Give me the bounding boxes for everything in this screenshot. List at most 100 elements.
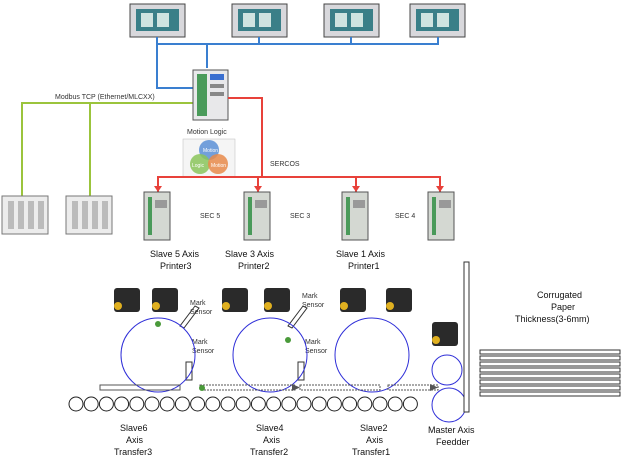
mark-sensor-1: Mark Sensor — [179, 300, 213, 329]
conveyor-roller — [326, 396, 342, 412]
transfer-bar-3 — [99, 384, 181, 391]
paper-line1: Corrugated — [537, 290, 582, 300]
controller-caption: Motion Logic — [187, 129, 227, 136]
ethernet-network — [156, 37, 439, 89]
transfer3-line1: Slave6 — [120, 423, 148, 433]
paper-sheet — [479, 349, 621, 355]
servo-drive-icon — [143, 191, 171, 241]
conveyor-roller — [266, 396, 282, 412]
motion-controller — [192, 69, 229, 121]
mark-sensor-3: Mark Sensor — [185, 339, 215, 381]
conveyor-roller — [235, 396, 251, 412]
paper-sheet — [479, 367, 621, 373]
transfer2-line2: Axis — [263, 435, 281, 445]
transfer-bar-2 — [199, 384, 296, 391]
servo-drive-icon — [427, 191, 455, 241]
conveyor-roller — [68, 396, 84, 412]
servo-motor-1 — [114, 288, 140, 312]
servo-drive-4 — [427, 191, 455, 241]
sensor-icon — [297, 361, 305, 381]
hmi-panel-2 — [231, 3, 288, 38]
conveyor-roller — [190, 396, 206, 412]
hmi-panel-4 — [409, 3, 466, 38]
sercos-label: SERCOS — [270, 161, 300, 168]
print-cylinder-2 — [232, 317, 308, 393]
servo-drive-2 — [243, 191, 271, 241]
conveyor-bars — [99, 384, 439, 391]
hmi-panel-1 — [129, 3, 186, 38]
sensor-3-line1: Mark — [192, 339, 208, 346]
servo-motor-5 — [340, 288, 366, 312]
mark-sensor-2: Mark Sensor — [287, 293, 325, 329]
conveyor-roller — [205, 396, 221, 412]
transfer3-line2: Axis — [126, 435, 144, 445]
conveyor-roller — [83, 396, 99, 412]
transfer-bar-1 — [299, 384, 381, 391]
venn-label-left: Logic — [192, 163, 204, 169]
servo-motor-7 — [432, 322, 458, 346]
sensor-4-line1: Mark — [305, 339, 321, 346]
transfer2-line1: Slave4 — [256, 423, 284, 433]
paper-sheet — [479, 385, 621, 391]
feed-roller-top — [431, 354, 463, 386]
drive-tag-1: SEC 5 — [200, 213, 220, 220]
drive-caption-3-line2: Printer1 — [348, 261, 380, 271]
feed-roller-bottom — [431, 387, 467, 423]
paper-sheet — [479, 361, 621, 367]
servo-motor-4 — [264, 288, 290, 312]
fieldbus-label: Modbus TCP (Ethernet/MLCXX) — [55, 94, 155, 101]
sensor-2-line2: Sensor — [302, 302, 325, 309]
mark-sensor-4: Mark Sensor — [297, 339, 328, 381]
paper-sheet — [479, 379, 621, 385]
sensor-icon — [185, 361, 193, 381]
sensor-2-line1: Mark — [302, 293, 318, 300]
transfer1-line2: Axis — [366, 435, 384, 445]
conveyor-roller — [357, 396, 373, 412]
master-axis-line1: Master Axis — [428, 425, 475, 435]
motion-logic-venn: Motion Logic Motion — [182, 138, 236, 178]
hmi-panel-3 — [323, 3, 380, 38]
fieldbus-network — [21, 102, 198, 200]
paper-stack — [463, 261, 621, 413]
servo-motor-2 — [152, 288, 178, 312]
paper-line2: Paper — [551, 302, 575, 312]
conveyor-roller — [402, 396, 418, 412]
transfer3-line3: Transfer3 — [114, 447, 152, 457]
conveyor-roller — [98, 396, 114, 412]
conveyor-roller — [387, 396, 403, 412]
conveyor-roller — [114, 396, 130, 412]
drive-caption-2-line1: Slave 3 Axis — [225, 249, 275, 259]
transfer1-line3: Transfer1 — [352, 447, 390, 457]
stack-wall — [463, 261, 470, 413]
conveyor-roller — [144, 396, 160, 412]
sercos-riser — [228, 97, 263, 177]
drive-caption-2-line2: Printer2 — [238, 261, 270, 271]
conveyor-roller — [250, 396, 266, 412]
conveyor-roller — [296, 396, 312, 412]
conveyor-roller — [311, 396, 327, 412]
print-cylinder-3 — [120, 317, 196, 393]
drive-caption-1-line1: Slave 5 Axis — [150, 249, 200, 259]
servo-drive-3 — [341, 191, 369, 241]
servo-motor-6 — [386, 288, 412, 312]
ethernet-link-controller — [156, 44, 198, 89]
io-module-1 — [1, 195, 49, 235]
conveyor-roller — [159, 396, 175, 412]
io-module-2 — [65, 195, 113, 235]
transfer2-line3: Transfer2 — [250, 447, 288, 457]
servo-drive-1 — [143, 191, 171, 241]
drive-caption-3-line1: Slave 1 Axis — [336, 249, 386, 259]
venn-label-right: Motion — [211, 163, 226, 169]
conveyor-roller — [129, 396, 145, 412]
paper-sheet — [479, 373, 621, 379]
paper-sheet — [479, 391, 621, 397]
ethernet-trunk — [156, 37, 439, 45]
servo-motor-3 — [222, 288, 248, 312]
master-axis-line2: Feedder — [436, 437, 470, 447]
transfer1-line1: Slave2 — [360, 423, 388, 433]
drive-tag-3: SEC 4 — [395, 213, 415, 220]
conveyor-rollers — [68, 396, 418, 412]
paper-sheet — [479, 355, 621, 361]
drive-caption-1-line2: Printer3 — [160, 261, 192, 271]
